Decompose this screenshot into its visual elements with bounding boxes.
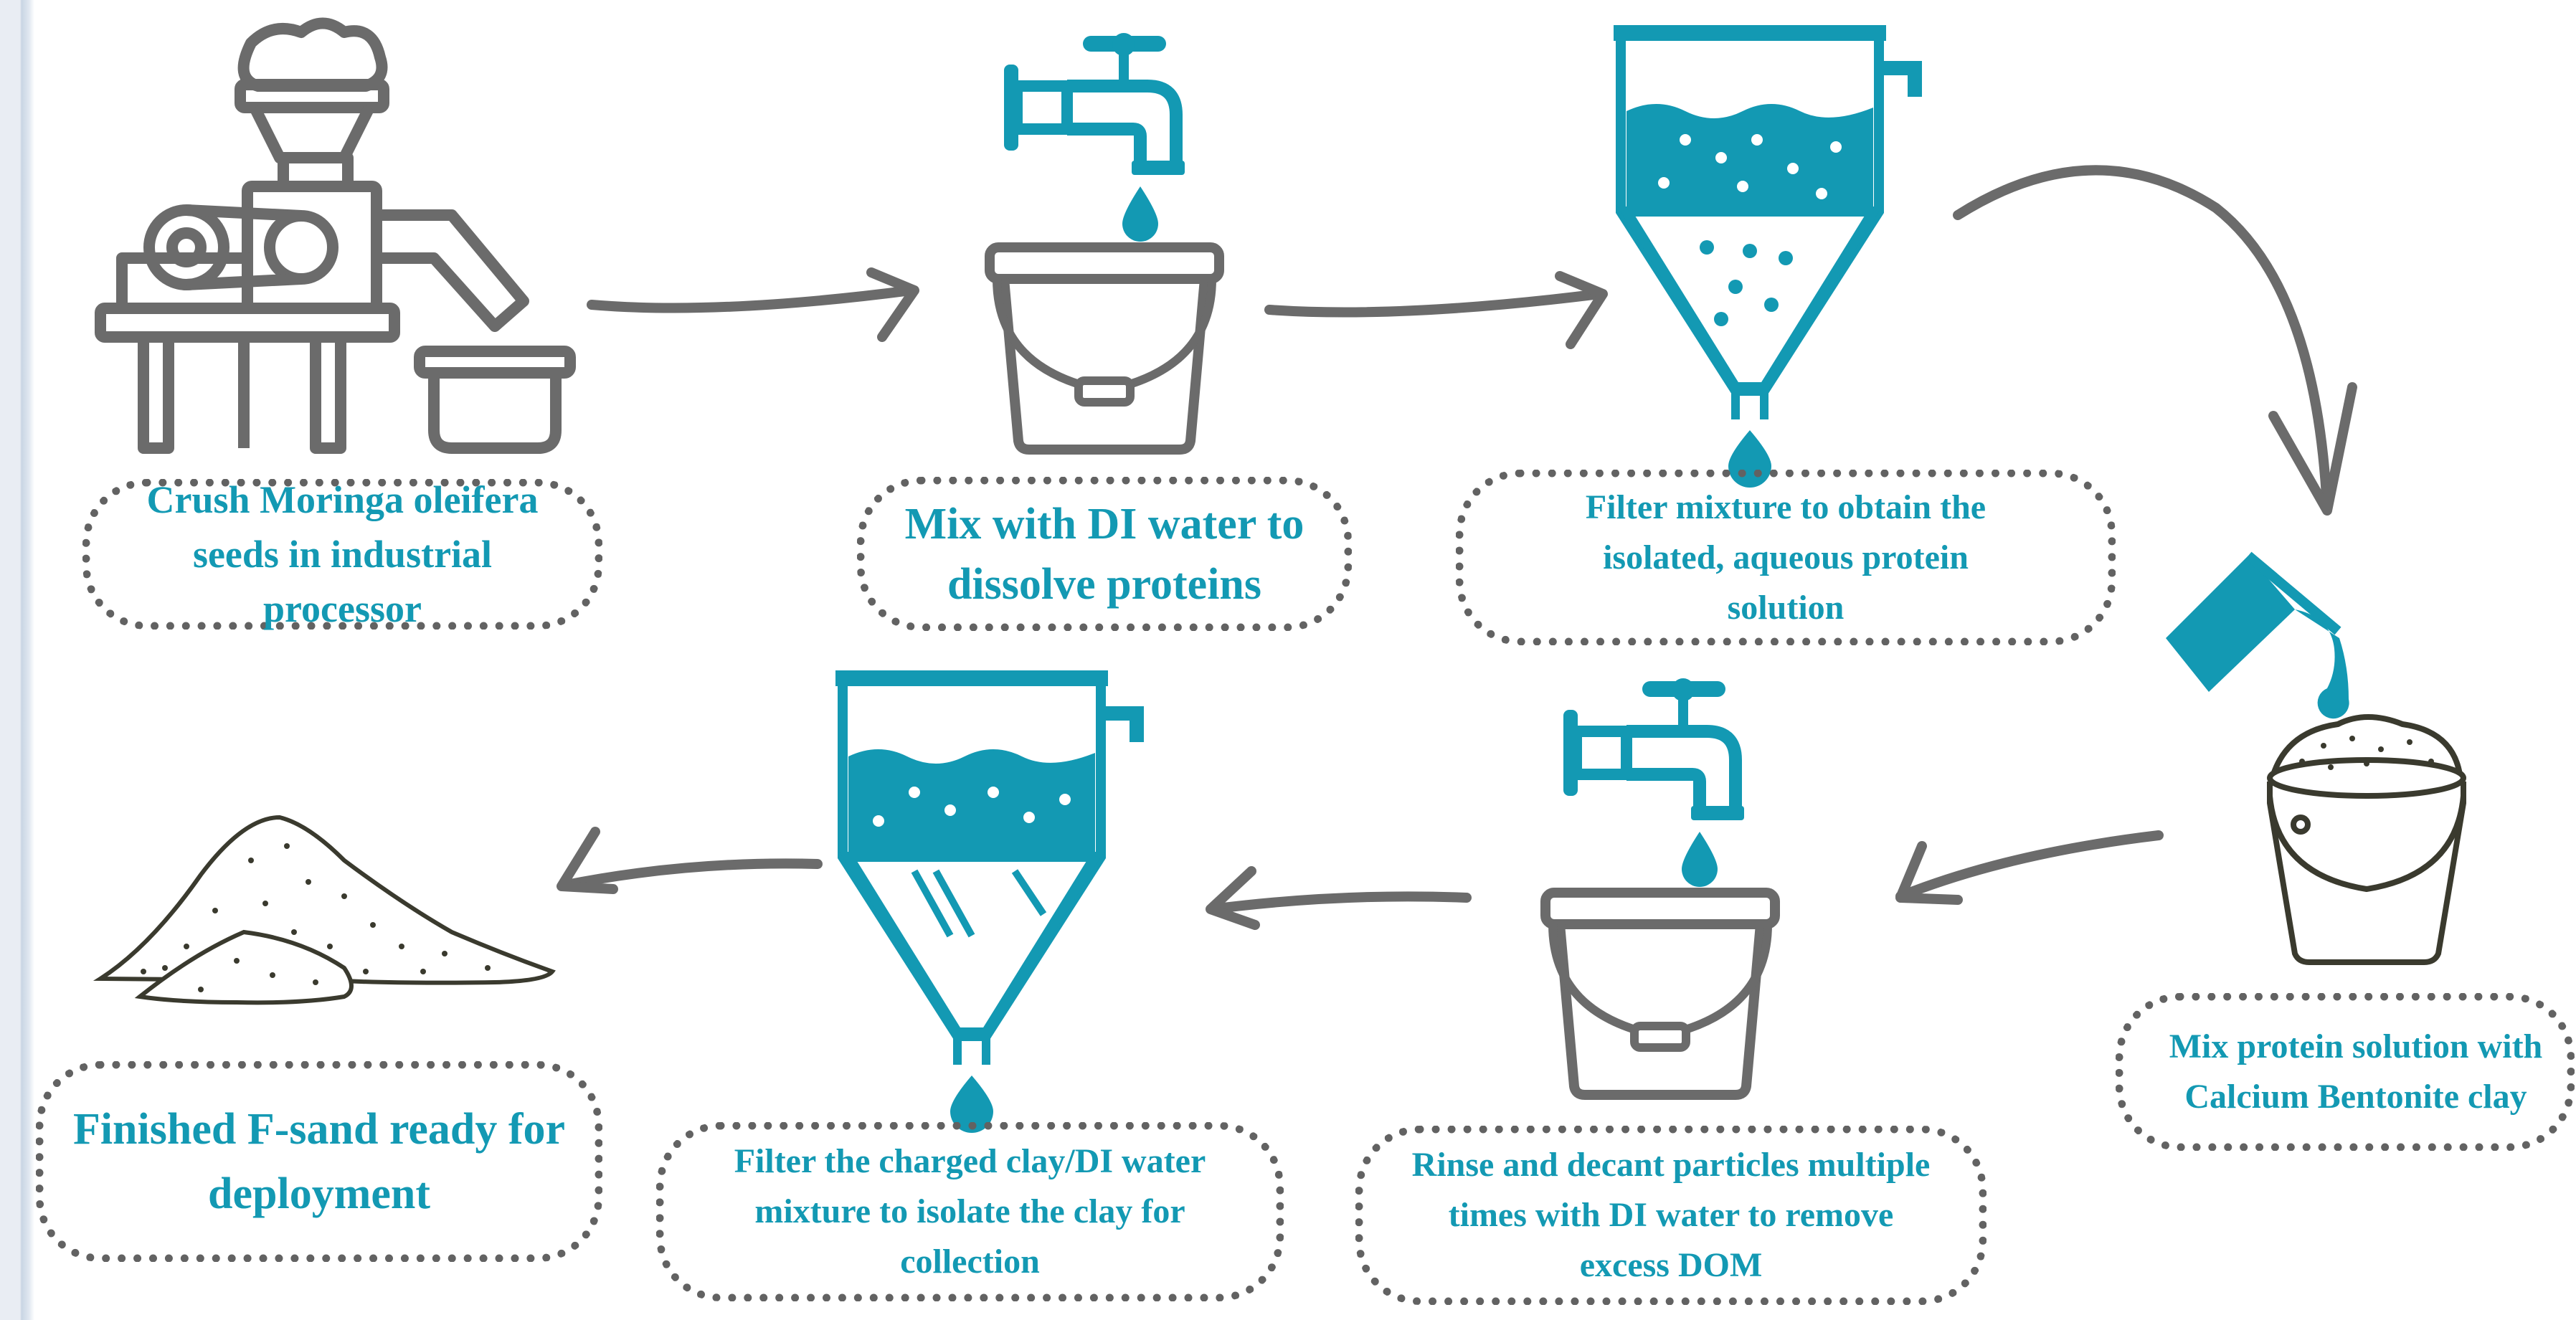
bucket-icon xyxy=(990,247,1219,450)
grinder-machine-icon xyxy=(95,17,576,454)
left-edge-bar xyxy=(0,0,34,1320)
filter-funnel-icon xyxy=(835,670,1144,1133)
water-tap-icon xyxy=(1563,678,1744,887)
sand-pile-icon xyxy=(93,815,556,1005)
step-label-finished: Finished F-sand ready for deployment xyxy=(36,1061,602,1262)
step-label-rinse: Rinse and decant particles multiple time… xyxy=(1355,1126,1987,1305)
arrow-2 xyxy=(1264,271,1608,349)
pouring-beaker-icon xyxy=(2166,551,2349,719)
bucket-icon xyxy=(1545,893,1775,1095)
step-label-filter-protein: Filter mixture to obtain the isolated, a… xyxy=(1456,470,2116,645)
arrow-5 xyxy=(1206,866,1472,930)
filter-funnel-icon xyxy=(1614,25,1922,488)
step-label-filter-clay: Filter the charged clay/DI water mixture… xyxy=(656,1122,1284,1301)
step-label-crush: Crush Moringa oleifera seeds in industri… xyxy=(82,478,602,630)
step-label-mix-water: Mix with DI water to dissolve proteins xyxy=(857,477,1352,631)
arrow-1 xyxy=(587,267,919,342)
water-tap-icon xyxy=(1004,33,1185,242)
step-label-mix-clay: Mix protein solution with Calcium Benton… xyxy=(2116,993,2575,1151)
arrow-6 xyxy=(557,827,823,894)
arrow-4 xyxy=(1895,830,2164,905)
arrow-3 xyxy=(1953,165,2357,516)
clay-bucket-icon xyxy=(2267,714,2466,965)
